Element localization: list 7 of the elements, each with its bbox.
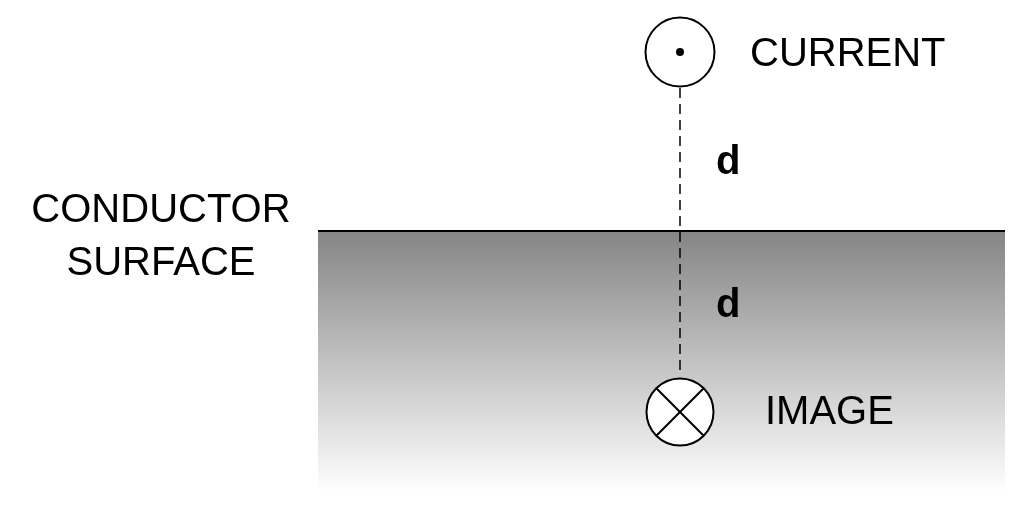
symbol-label: CURRENT xyxy=(750,29,946,75)
distance-label: d xyxy=(716,280,741,326)
current-out-of-page-symbol xyxy=(644,16,716,88)
current-into-page-symbol xyxy=(645,377,715,447)
distance-label: d xyxy=(716,137,741,183)
symbol-label: IMAGE xyxy=(765,387,894,433)
region-label: CONDUCTOR SURFACE xyxy=(30,185,292,285)
